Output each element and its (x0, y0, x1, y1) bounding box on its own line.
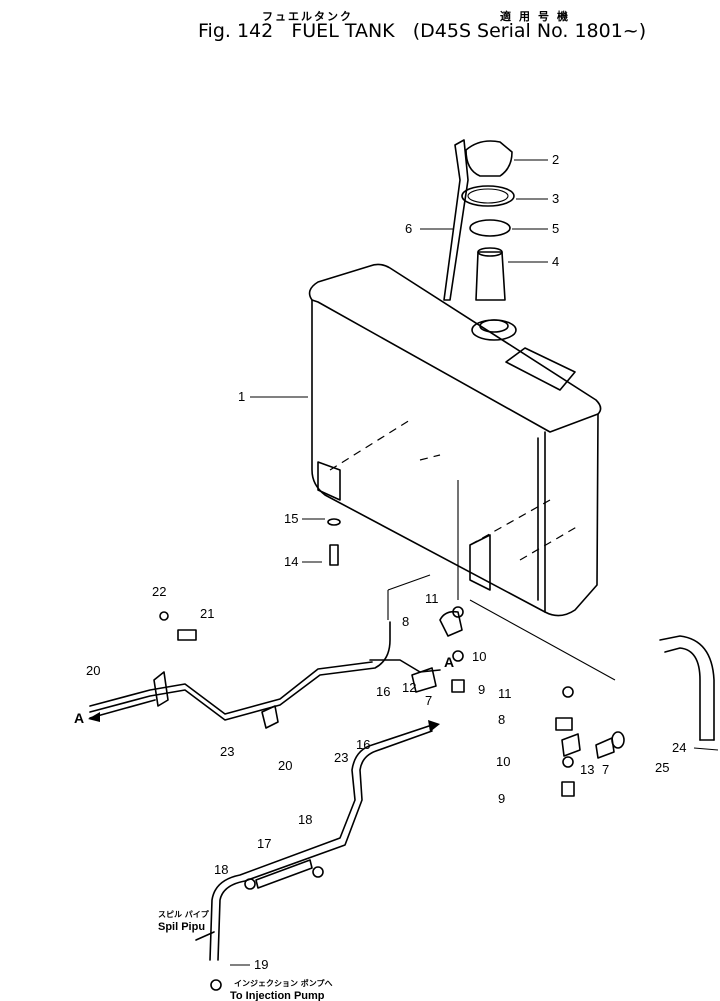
callout: 25 (655, 760, 669, 775)
match-mark-a: A (444, 654, 454, 670)
callout: 11 (425, 591, 439, 606)
callout: 2 (552, 152, 559, 167)
callout: 12 (402, 680, 416, 695)
callout: 20 (86, 663, 100, 678)
callout: 11 (498, 686, 512, 701)
callout: 23 (220, 744, 234, 759)
svg-text:スピル パイプ: スピル パイプ (158, 909, 210, 919)
fuel-tank (308, 263, 602, 617)
callout: 9 (478, 682, 485, 697)
callouts: 2 3 5 4 6 1 15 14 22 21 20 11 8 10 12 7 … (74, 152, 686, 972)
callout: 16 (356, 737, 370, 752)
callout: 8 (498, 712, 505, 727)
callout: 7 (425, 693, 432, 708)
callout: 16 (376, 684, 390, 699)
callout: 13 (580, 762, 594, 777)
fuel-pipes (88, 518, 715, 991)
callout: 17 (257, 836, 271, 851)
callout: 10 (472, 649, 486, 664)
callout: 10 (496, 754, 510, 769)
callout: 15 (284, 511, 298, 526)
pipe-labels: スピル パイプ Spil Pipu インジェクション ポンプへ To Injec… (158, 909, 333, 1001)
callout: 5 (552, 221, 559, 236)
callout: 6 (405, 221, 412, 236)
callout: 23 (334, 750, 348, 765)
svg-text:To Injection Pump: To Injection Pump (230, 990, 325, 1001)
leader-lines (250, 159, 719, 751)
callout: 21 (200, 606, 214, 621)
callout: 22 (152, 584, 166, 599)
svg-text:Spil Pipu: Spil Pipu (158, 921, 205, 933)
callout: 18 (214, 862, 228, 877)
callout: 14 (284, 554, 298, 569)
figure-title: Fig. 142 FUEL TANK (D45S Serial No. 1801… (198, 20, 647, 42)
callout: 19 (254, 957, 268, 972)
callout: 4 (552, 254, 559, 269)
title-japanese-applicability: 適用号機 (500, 10, 576, 23)
callout: 8 (402, 614, 409, 629)
callout: 20 (278, 758, 292, 773)
callout: 7 (602, 762, 609, 777)
callout: 1 (238, 389, 245, 404)
callout: 24 (672, 740, 686, 755)
title-japanese: フュエルタンク (262, 10, 353, 23)
filler-parts (443, 139, 515, 301)
match-mark-a: A (74, 710, 84, 726)
callout: 3 (552, 191, 559, 206)
callout: 9 (498, 791, 505, 806)
svg-text:インジェクション ポンプへ: インジェクション ポンプへ (234, 978, 333, 988)
callout: 18 (298, 812, 312, 827)
